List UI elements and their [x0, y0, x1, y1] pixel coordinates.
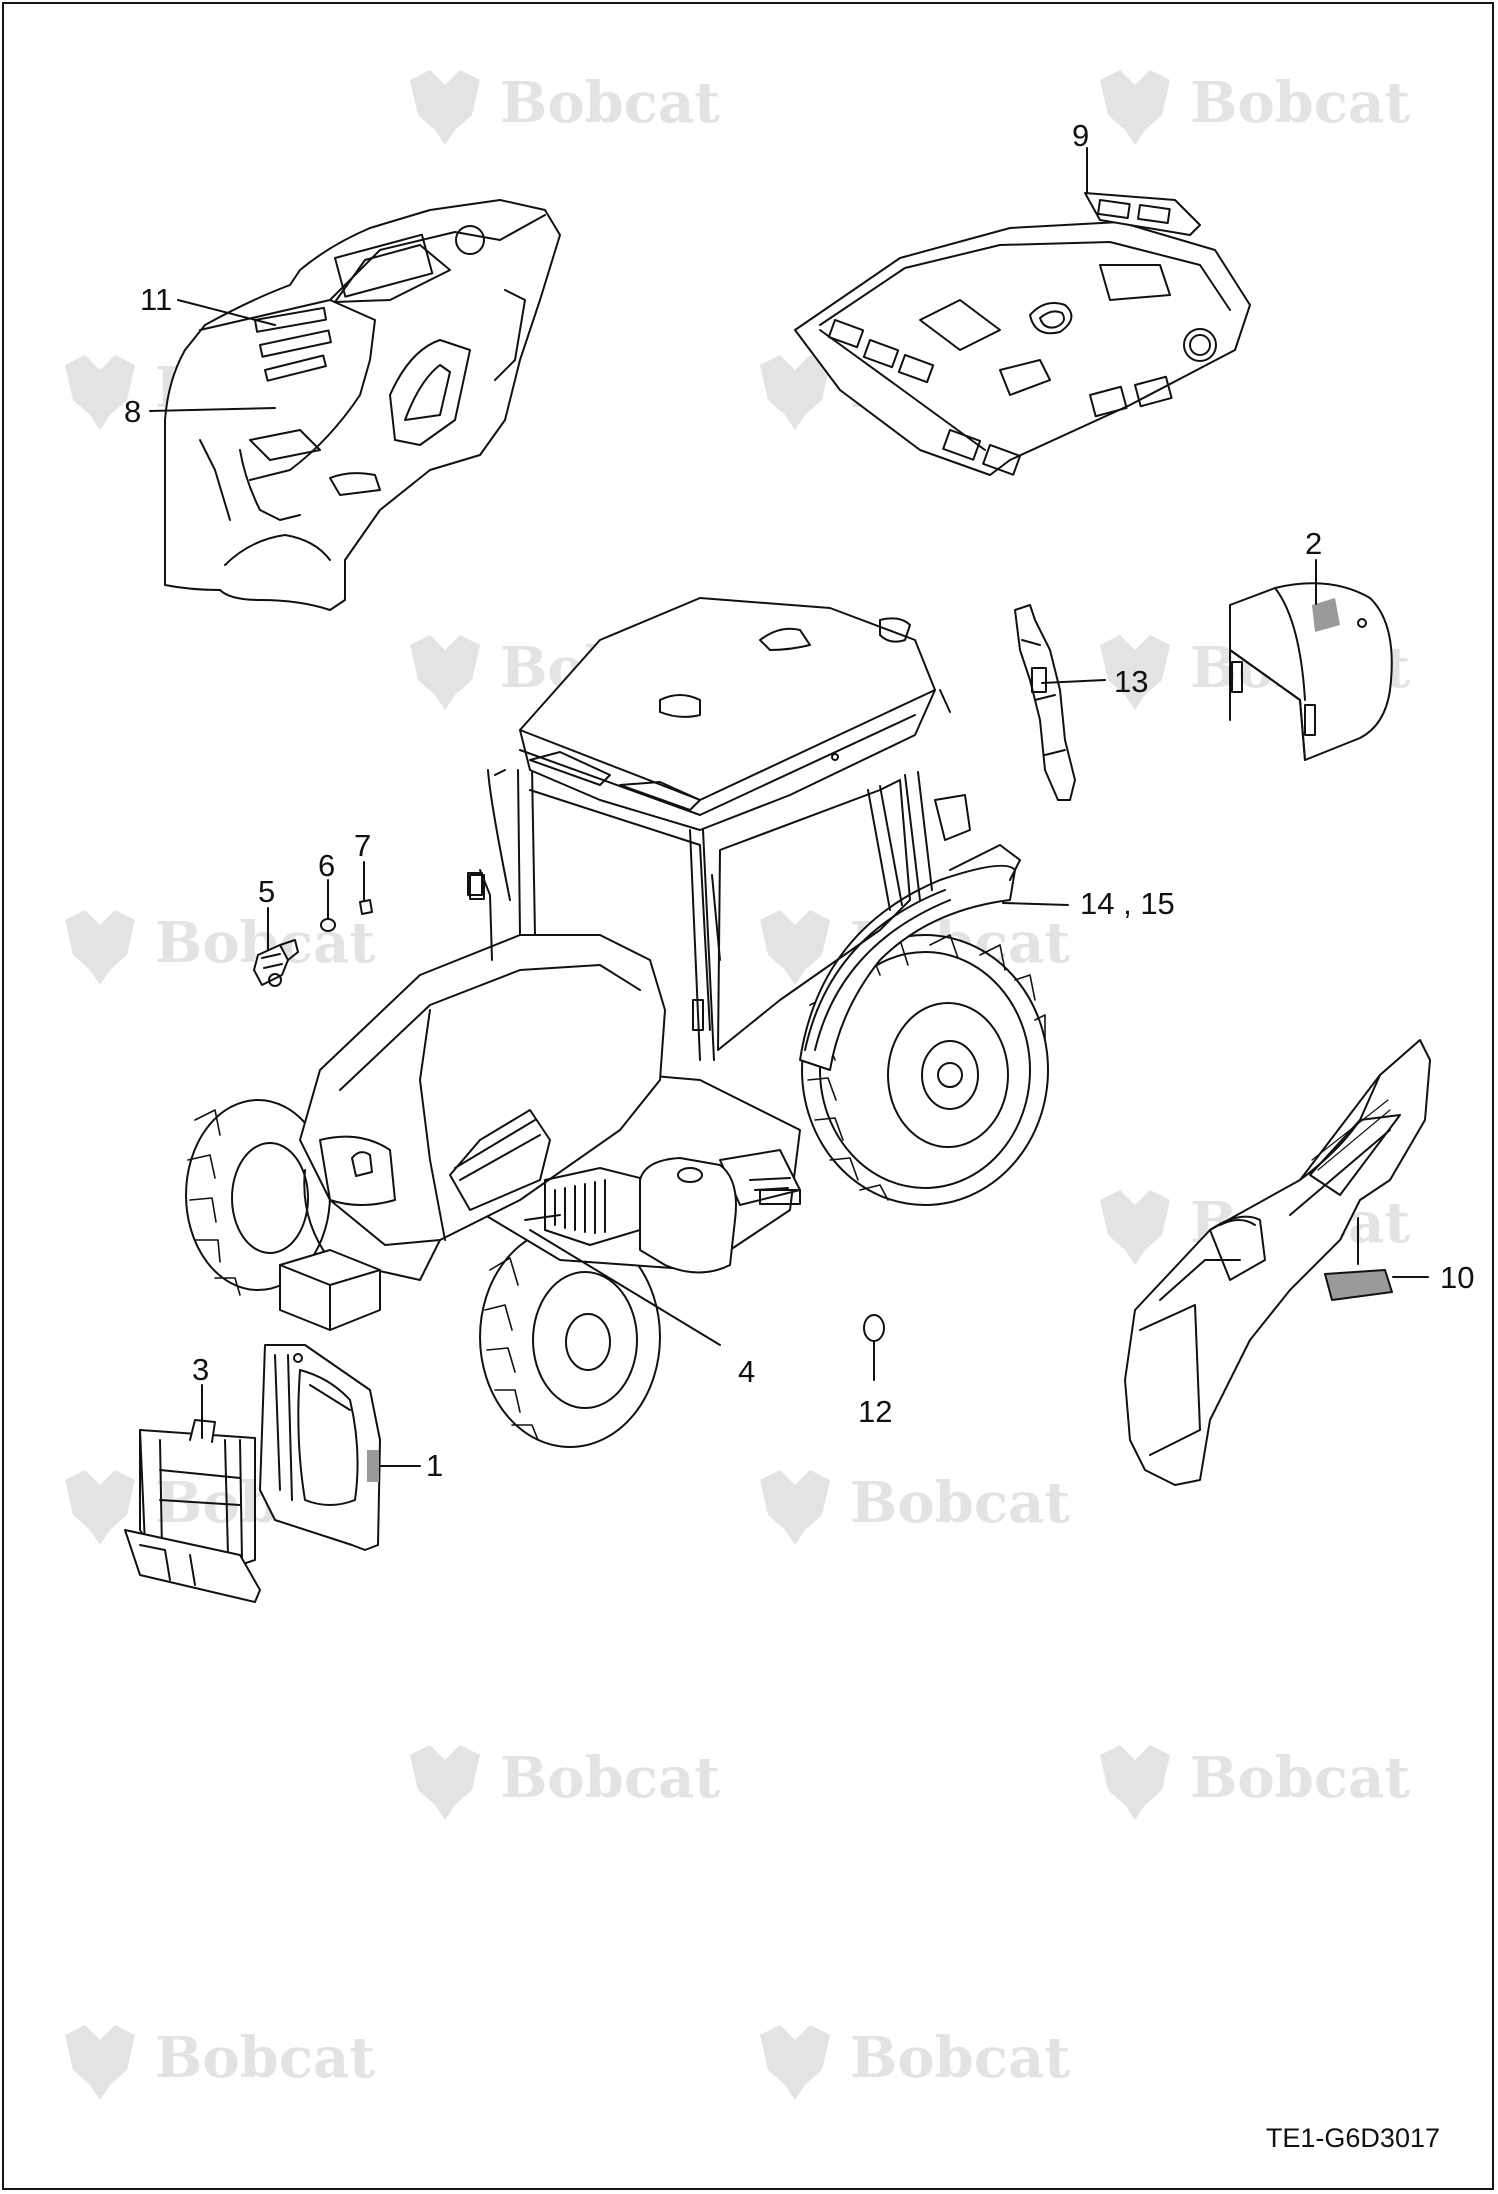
callout-8: 8: [124, 394, 142, 429]
callout-14-15: 14 , 15: [1080, 886, 1175, 921]
tractor-assembly: [185, 597, 1049, 1448]
leader-line-8: [149, 407, 276, 412]
callout-4: 4: [738, 1354, 756, 1389]
pillar-trim-part: [1014, 604, 1076, 801]
bobcat-watermark-logo: Bobcat: [55, 2015, 415, 2110]
svg-text:Bobcat: Bobcat: [500, 70, 720, 136]
svg-text:Bobcat: Bobcat: [155, 2025, 375, 2091]
roof-headliner-part: [794, 192, 1251, 476]
callout-5: 5: [258, 874, 276, 909]
callout-12: 12: [858, 1394, 893, 1429]
svg-text:Bobcat: Bobcat: [850, 1470, 1070, 1536]
dashboard-console-part: [164, 199, 561, 611]
drawing-code-label: TE1-G6D3017: [1265, 2123, 1440, 2153]
svg-text:Bobcat: Bobcat: [500, 1745, 720, 1811]
callout-11: 11: [140, 282, 173, 317]
callout-3: 3: [192, 1352, 210, 1387]
bobcat-watermark-logo: Bobcat: [750, 1460, 1110, 1555]
bobcat-watermark-logo: Bobcat: [1090, 60, 1450, 155]
bobcat-watermark-logo: Bobcat: [400, 60, 760, 155]
callout-13: 13: [1114, 664, 1149, 699]
svg-text:Bobcat: Bobcat: [1190, 1745, 1410, 1811]
bracket-hardware-parts: [253, 899, 373, 987]
callout-2: 2: [1305, 526, 1323, 561]
radiator-shroud-part: [259, 1344, 381, 1551]
svg-text:Bobcat: Bobcat: [1190, 70, 1410, 136]
callout-9: 9: [1072, 118, 1090, 153]
svg-text:Bobcat: Bobcat: [850, 2025, 1070, 2091]
bobcat-watermark-logo: Bobcat: [750, 2015, 1110, 2110]
callout-7: 7: [354, 828, 372, 863]
bobcat-watermark-logo: Bobcat: [400, 1735, 760, 1830]
callout-1: 1: [426, 1448, 444, 1483]
bobcat-watermark-logo: Bobcat: [1090, 1735, 1450, 1830]
leader-line-13: [1041, 679, 1106, 684]
round-decal-part: [863, 1314, 885, 1342]
callout-6: 6: [318, 848, 336, 883]
leader-line-14-15: [1002, 902, 1069, 906]
callout-10: 10: [1440, 1260, 1475, 1295]
front-frame-part: [124, 1419, 261, 1603]
rear-fender-cover-part: [1229, 582, 1393, 761]
leader-line-11: [177, 299, 276, 326]
leader-line-4: [529, 1229, 721, 1346]
right-fender-console-part: [1124, 1039, 1431, 1486]
